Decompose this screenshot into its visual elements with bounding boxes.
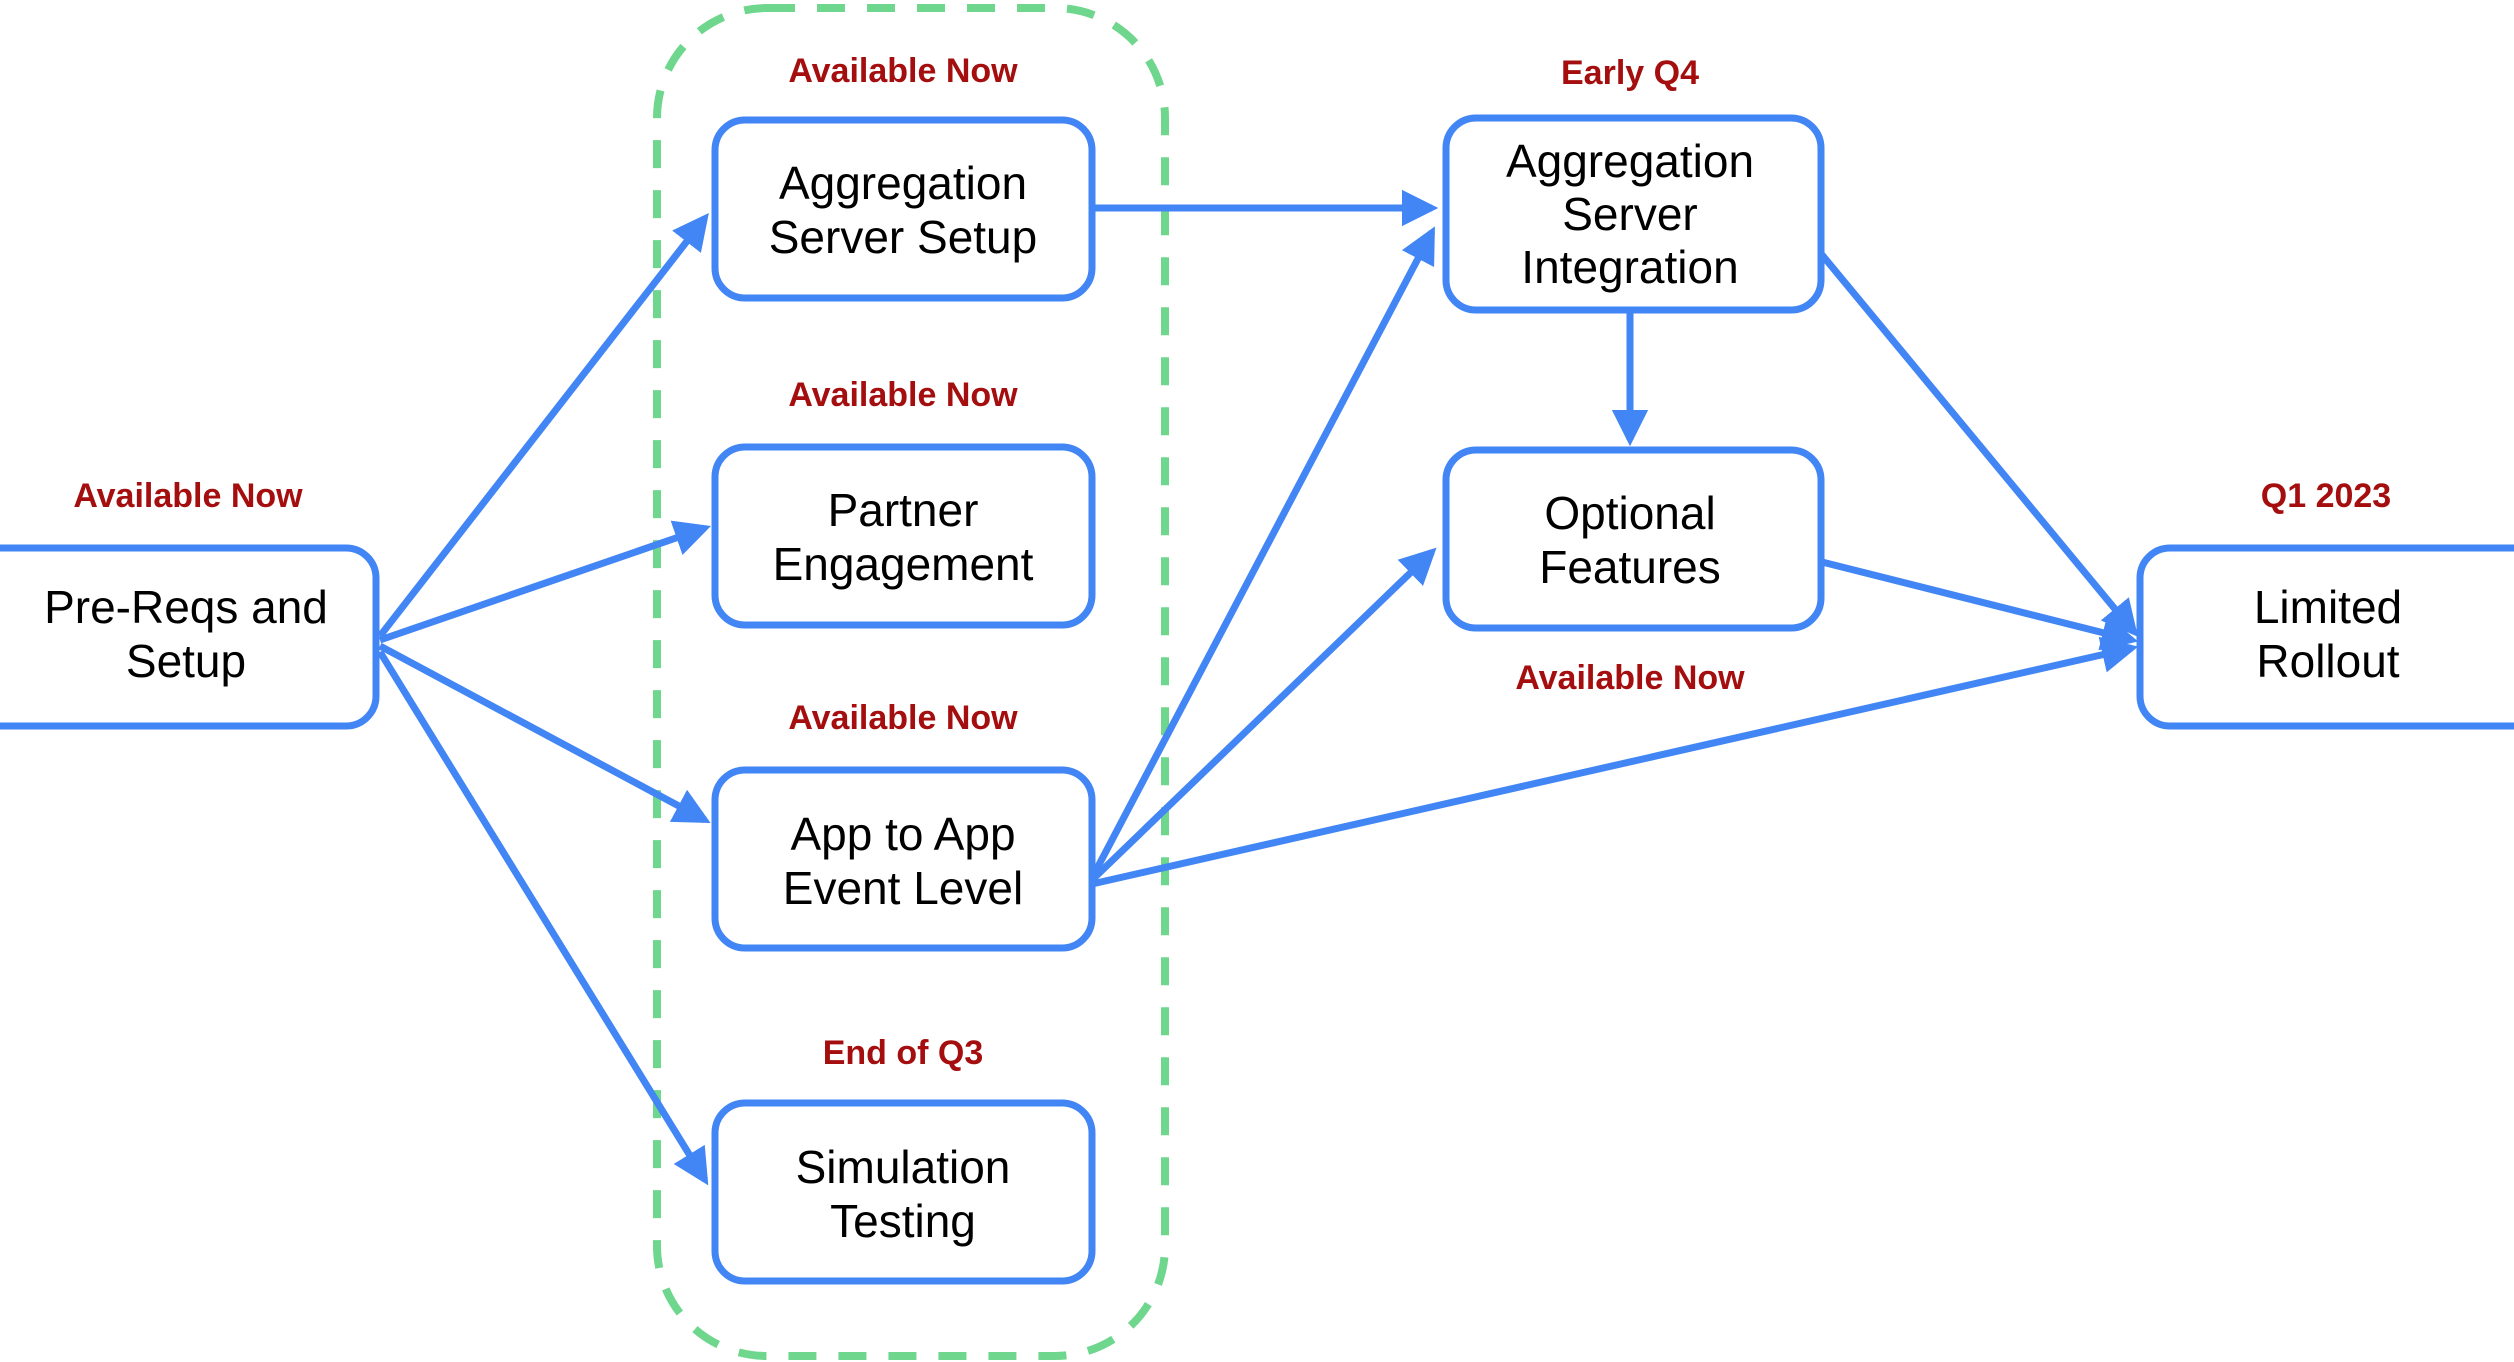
node-label-pre-reqs-and-setup-line2: Setup [126,635,246,687]
stage-label-aggregation-server-setup: Available Now [788,52,1018,90]
edge-app-to-app-to-optional-features [1089,547,1437,883]
edge-prereqs-to-simulation-testing [377,650,709,1186]
node-label-app-to-app-event-level-line1: App to App [790,808,1015,860]
dashed-group-container [653,4,1169,1360]
node-label-aggregation-server-integration-line1: Aggregation [1506,135,1754,187]
node-label-optional-features-line1: Optional [1544,487,1715,539]
node-box-simulation-testing[interactable] [711,1099,1096,1285]
node-label-limited-rollout-line1: Limited [2254,581,2402,633]
edge-prereqs-to-app-to-app-event-level [378,642,711,824]
node-box-aggregation-server-setup[interactable] [711,116,1096,302]
edge-prereqs-to-partner-engagement [378,520,711,644]
node-box-pre-reqs-and-setup[interactable] [0,544,380,730]
node-aggregation-server-integration[interactable]: Early Q4 Aggregation Server Integration [1442,54,1825,314]
node-label-app-to-app-event-level-line2: Event Level [783,862,1023,914]
node-label-limited-rollout-line2: Rollout [2256,635,2399,687]
edge-optional-features-to-limited-rollout [1821,558,2139,651]
node-label-aggregation-server-setup-line2: Server Setup [769,211,1037,263]
node-label-simulation-testing-line1: Simulation [796,1141,1011,1193]
node-box-partner-engagement[interactable] [711,443,1096,629]
node-app-to-app-event-level[interactable]: Available Now App to App Event Level [711,699,1096,952]
node-label-partner-engagement-line2: Engagement [773,538,1034,590]
stage-label-aggregation-server-integration: Early Q4 [1561,54,1699,92]
node-pre-reqs-and-setup[interactable]: Available Now Pre-Reqs and Setup [0,477,380,730]
node-label-aggregation-server-integration-line2: Server [1562,188,1697,240]
node-aggregation-server-setup[interactable]: Available Now Aggregation Server Setup [711,52,1096,302]
stage-label-optional-features: Available Now [1515,659,1745,697]
edge-aggregation-server-integration-to-limited-rollout [1815,247,2139,637]
node-box-limited-rollout[interactable] [2136,544,2514,730]
stage-label-partner-engagement: Available Now [788,376,1018,414]
node-partner-engagement[interactable]: Available Now Partner Engagement [711,376,1096,629]
node-label-pre-reqs-and-setup-line1: Pre-Reqs and [44,581,328,633]
node-box-aggregation-server-integration[interactable] [1442,114,1825,314]
edge-layer [377,189,2139,1186]
stage-label-pre-reqs-and-setup: Available Now [73,477,303,515]
edge-app-to-app-to-aggregation-server-integration [1088,226,1436,880]
node-label-aggregation-server-integration-line3: Integration [1521,241,1738,293]
stage-label-app-to-app-event-level: Available Now [788,699,1018,737]
node-optional-features[interactable]: Optional Features Available Now [1442,446,1825,697]
node-label-optional-features-line2: Features [1539,541,1721,593]
stage-label-simulation-testing: End of Q3 [823,1034,984,1072]
node-label-aggregation-server-setup-line1: Aggregation [779,157,1027,209]
node-simulation-testing[interactable]: End of Q3 Simulation Testing [711,1034,1096,1285]
node-box-app-to-app-event-level[interactable] [711,766,1096,952]
node-label-simulation-testing-line2: Testing [830,1195,976,1247]
node-limited-rollout[interactable]: Q1 2023 Limited Rollout [2136,477,2514,730]
edge-prereqs-to-aggregation-server-setup [377,213,709,639]
edge-app-to-app-to-limited-rollout [1091,636,2139,888]
node-box-optional-features[interactable] [1442,446,1825,632]
node-label-partner-engagement-line1: Partner [828,484,979,536]
stage-label-limited-rollout: Q1 2023 [2261,477,2391,515]
